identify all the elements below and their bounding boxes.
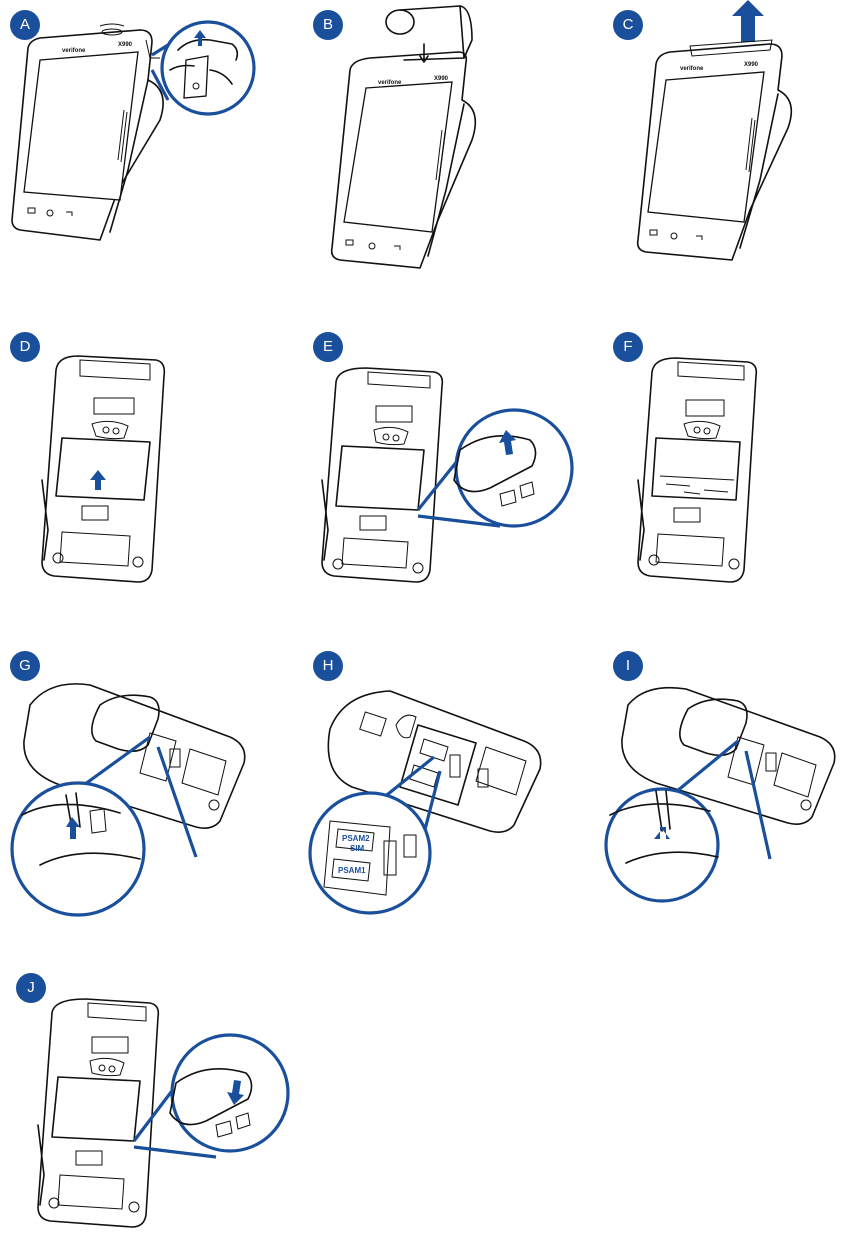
step-badge: H bbox=[313, 651, 343, 681]
step-badge: G bbox=[10, 651, 40, 681]
step-f: F bbox=[600, 320, 849, 600]
magnifier-callout bbox=[150, 20, 256, 116]
step-i: I bbox=[600, 645, 849, 925]
terminal-back-cover-open-illustration bbox=[321, 367, 574, 583]
model-label: X990 bbox=[744, 62, 759, 68]
step-b: B verifone X990 bbox=[300, 0, 570, 290]
step-j: J bbox=[0, 965, 310, 1239]
model-label: X990 bbox=[434, 76, 449, 82]
model-label: X990 bbox=[118, 42, 133, 48]
terminal-back-illustration bbox=[41, 355, 166, 583]
step-h: H PSAM2 SIM PSAM1 bbox=[300, 645, 570, 925]
step-c: C verifone X990 bbox=[600, 0, 849, 290]
psam1-label: PSAM1 bbox=[338, 866, 366, 875]
terminal-front-illustration: verifone X990 bbox=[11, 23, 164, 241]
step-badge: A bbox=[10, 10, 40, 40]
terminal-back-cover-close-illustration bbox=[37, 998, 290, 1228]
psam2-label: PSAM2 bbox=[342, 834, 370, 843]
step-e: E bbox=[300, 320, 574, 600]
brand-logo: verifone bbox=[680, 66, 704, 72]
step-badge: I bbox=[613, 651, 643, 681]
step-badge: J bbox=[16, 973, 46, 1003]
terminal-paper-out-illustration: verifone X990 bbox=[636, 0, 793, 261]
step-badge: F bbox=[613, 332, 643, 362]
terminal-back-cover-removed-illustration bbox=[637, 357, 758, 583]
terminal-card-slots-illustration: PSAM2 SIM PSAM1 bbox=[308, 690, 542, 915]
step-badge: B bbox=[313, 10, 343, 40]
step-a: A verifone X990 bbox=[0, 0, 270, 290]
brand-logo: verifone bbox=[62, 48, 86, 54]
step-badge: D bbox=[10, 332, 40, 362]
step-g: G bbox=[0, 645, 270, 925]
terminal-side-insert-illustration bbox=[604, 686, 836, 903]
terminal-paper-roll-illustration: verifone X990 bbox=[330, 5, 477, 269]
step-badge: C bbox=[613, 10, 643, 40]
step-badge: E bbox=[313, 332, 343, 362]
brand-logo: verifone bbox=[378, 80, 402, 86]
step-d: D bbox=[0, 320, 270, 600]
sim-label: SIM bbox=[350, 844, 365, 853]
terminal-side-illustration bbox=[10, 683, 246, 917]
